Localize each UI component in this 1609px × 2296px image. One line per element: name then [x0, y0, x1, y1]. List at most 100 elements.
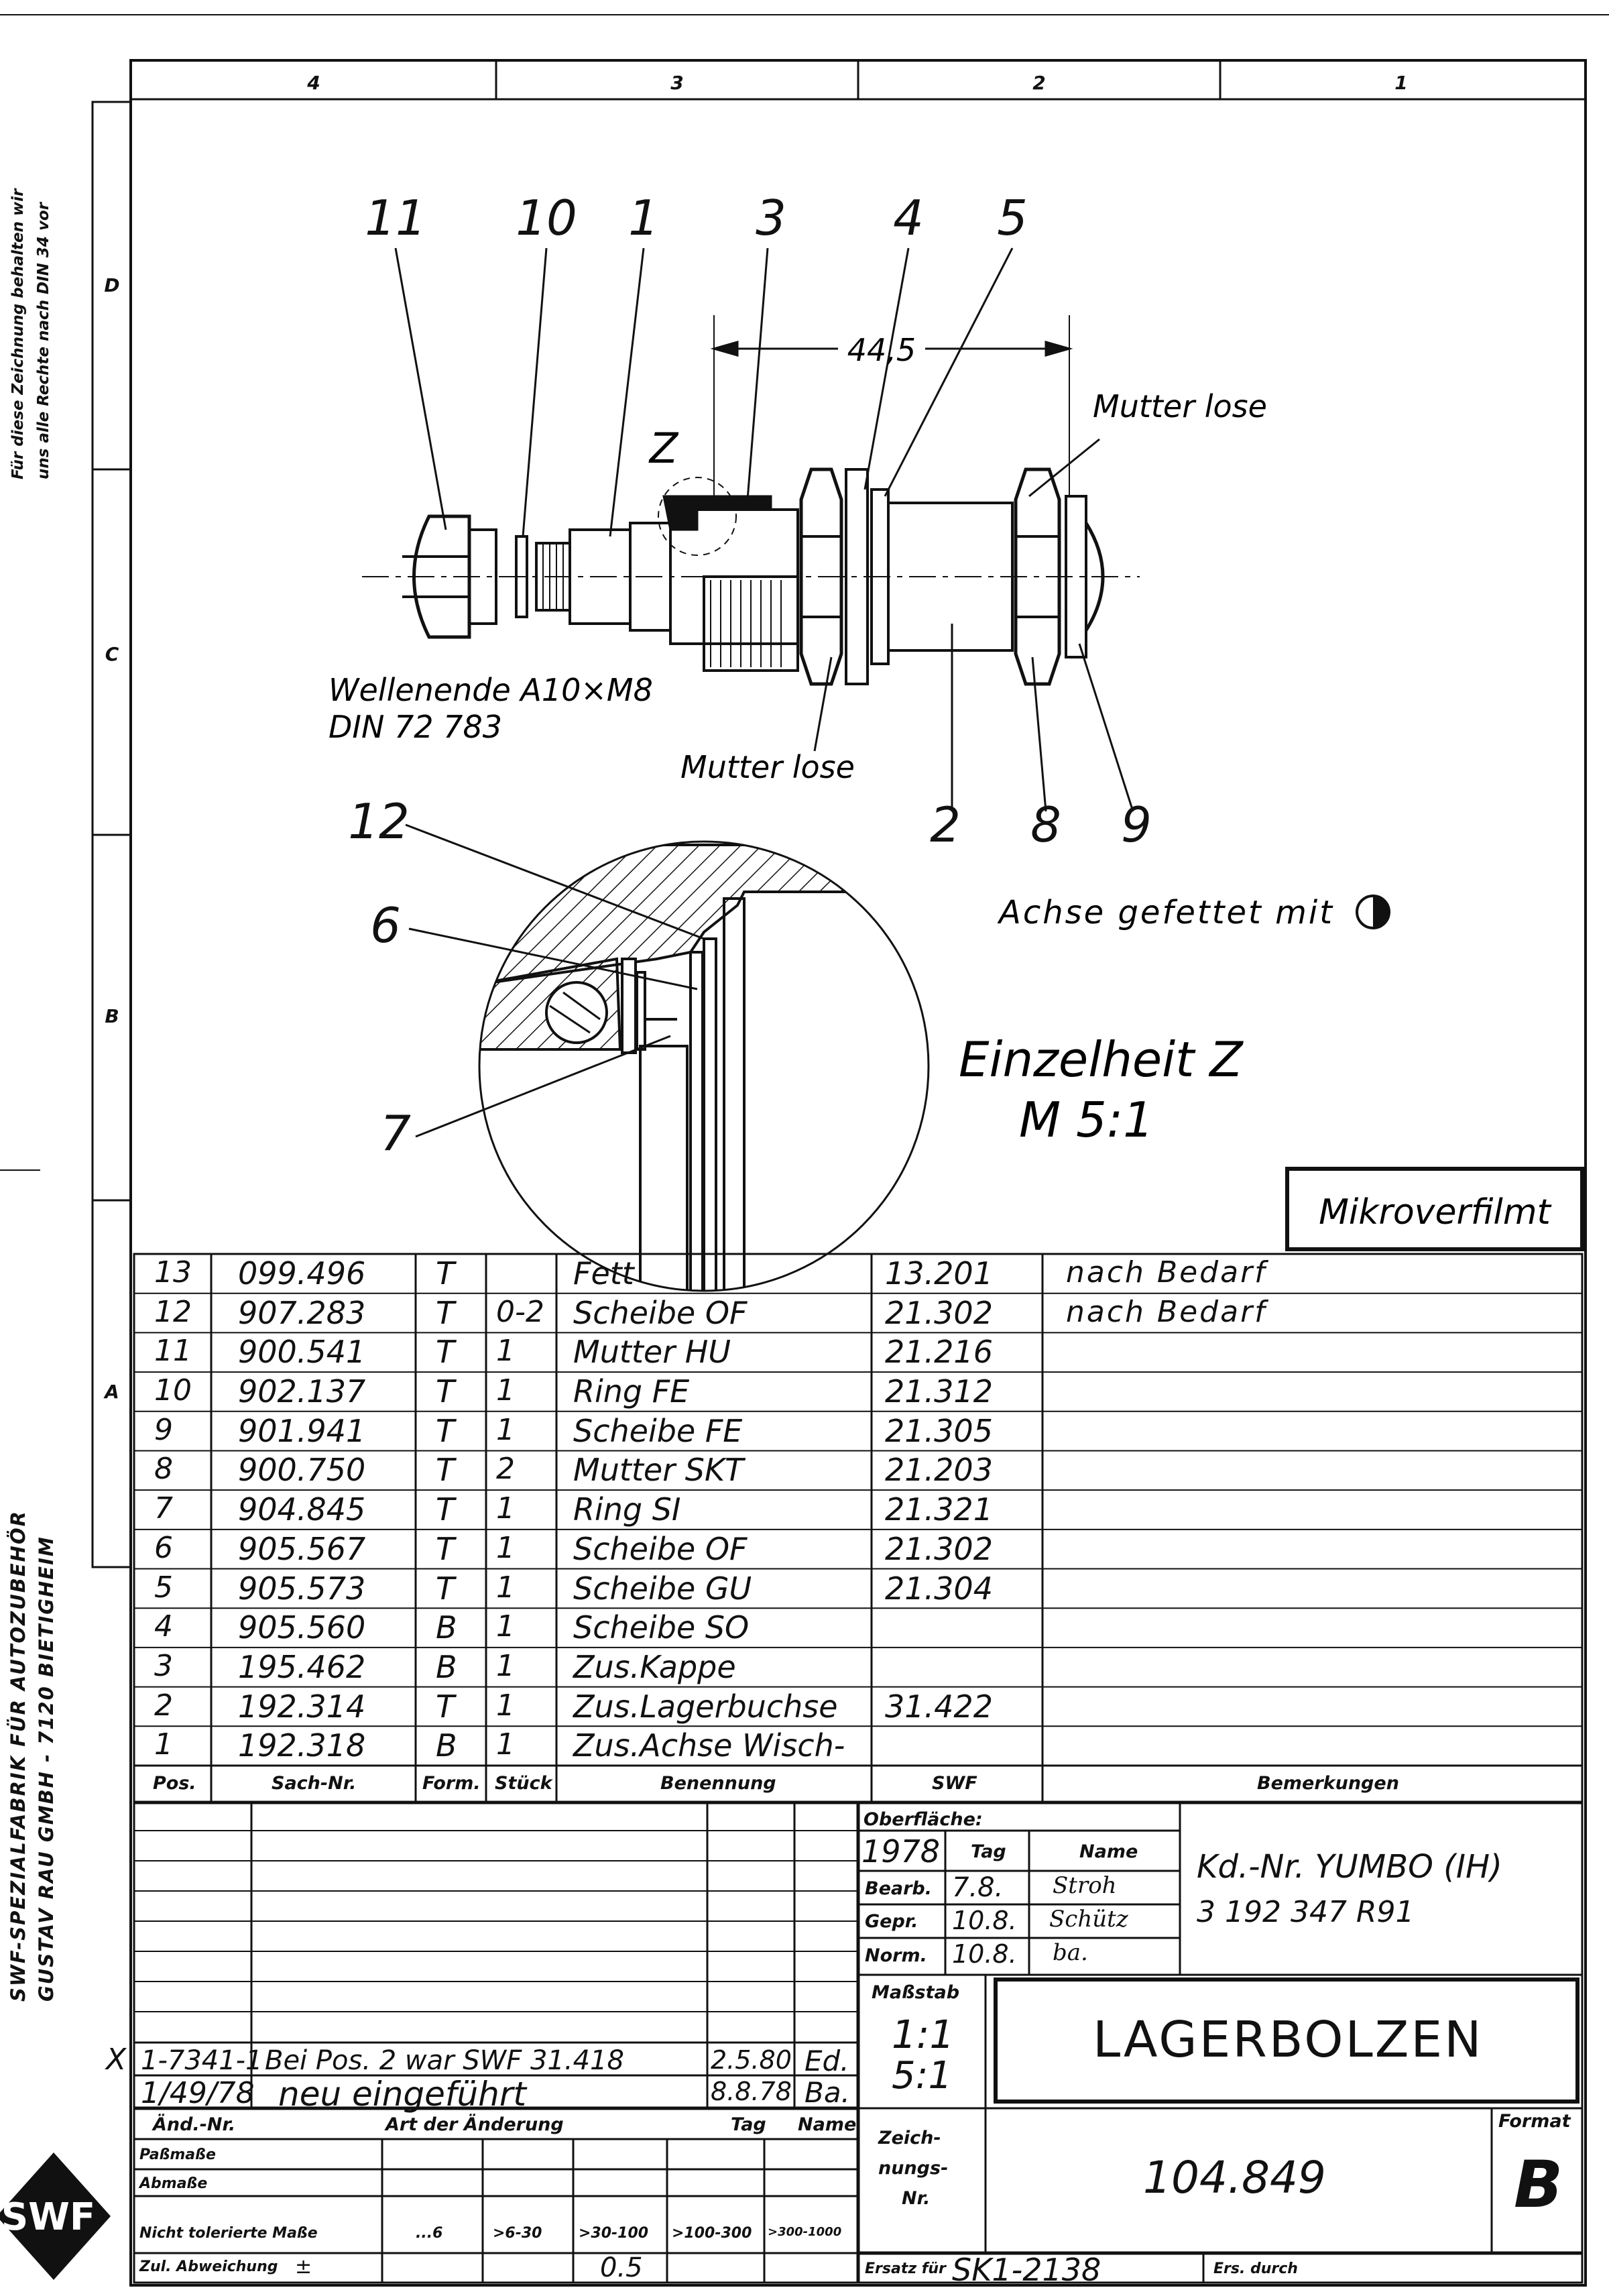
parts-row-1-form: B: [436, 1727, 457, 1764]
parts-row-10-form: T: [436, 1373, 455, 1410]
balloon-4: 4: [893, 190, 924, 246]
parts-row-6-sach: 905.567: [238, 1530, 366, 1567]
parts-row-1-pos: 1: [154, 1727, 173, 1762]
massstab-2: 5:1: [892, 2054, 953, 2098]
balloon-3: 3: [756, 190, 786, 246]
ersatz-label: Ersatz für: [865, 2260, 946, 2277]
parts-row-5-swf: 21.304: [885, 1570, 993, 1607]
parts-row-13-swf: 13.201: [885, 1255, 993, 1292]
balloon-1: 1: [628, 190, 659, 246]
header-stueck: Stück: [495, 1773, 552, 1794]
parts-row-2-sach: 192.314: [238, 1688, 366, 1725]
change-1-name: Ed.: [804, 2045, 849, 2077]
header-bemerkungen: Bemerkungen: [1257, 1773, 1399, 1794]
parts-row-13-benennung: Fett: [573, 1255, 634, 1292]
parts-row-8-pos: 8: [154, 1452, 173, 1487]
bearb-tag: 7.8.: [952, 1872, 1004, 1903]
tol-value: 0.5: [600, 2252, 643, 2283]
balloon-7: 7: [380, 1105, 411, 1161]
zone-row-C: C: [105, 643, 119, 665]
parts-row-8-stueck: 2: [496, 1452, 515, 1487]
tol-zul-abweichung: Zul. Abweichung: [139, 2258, 278, 2275]
parts-row-13-bem: nach Bedarf: [1066, 1255, 1267, 1289]
parts-row-4-form: B: [436, 1609, 457, 1646]
zeich-label-3: Nr.: [902, 2188, 931, 2209]
tol-range-2: >6-30: [493, 2225, 542, 2242]
parts-row-7-benennung: Ring SI: [573, 1491, 681, 1528]
oberflaeche-label: Oberfläche:: [863, 1809, 983, 1830]
parts-row-1-stueck: 1: [496, 1727, 515, 1762]
zone-row-A: A: [103, 1381, 119, 1403]
customer-nr: Kd.-Nr. YUMBO (IH): [1197, 1848, 1502, 1886]
assembly-view: [362, 467, 1140, 686]
parts-row-9-form: T: [436, 1412, 455, 1449]
drawing-title: LAGERBOLZEN: [1093, 2011, 1484, 2069]
parts-row-6-swf: 21.302: [885, 1530, 993, 1567]
grease-symbol-icon: [1356, 895, 1390, 929]
tol-range-4: >100-300: [672, 2225, 752, 2242]
tol-range-3: >30-100: [579, 2225, 649, 2242]
norm-name: ba.: [1053, 1939, 1088, 1966]
tol-range-5: >300-1000: [768, 2225, 842, 2239]
parts-row-5-stueck: 1: [496, 1570, 515, 1605]
zone-col-2: 2: [1032, 72, 1045, 94]
format-label: Format: [1498, 2111, 1571, 2132]
note-wellenende-2: DIN 72 783: [329, 709, 502, 745]
parts-row-11-benennung: Mutter HU: [573, 1334, 731, 1371]
zeich-label-1: Zeich-: [878, 2128, 941, 2148]
parts-row-3-pos: 3: [154, 1648, 173, 1683]
change-header-art: Art der Änderung: [385, 2114, 564, 2135]
change-header-name: Name: [798, 2114, 857, 2135]
note-mutter-lose-top: Mutter lose: [1093, 388, 1267, 424]
gepr-name: Schütz: [1049, 1906, 1128, 1933]
parts-row-6-pos: 6: [154, 1530, 173, 1565]
parts-row-3-benennung: Zus.Kappe: [573, 1648, 736, 1685]
parts-row-12-pos: 12: [154, 1294, 192, 1329]
ersatz-value: SK1-2138: [952, 2252, 1101, 2288]
year: 1978: [861, 1833, 941, 1870]
parts-row-5-pos: 5: [154, 1570, 173, 1605]
parts-row-9-pos: 9: [154, 1412, 173, 1447]
parts-row-12-form: T: [436, 1294, 455, 1331]
detail-marker-z: Z: [648, 424, 679, 473]
tag-label: Tag: [971, 1841, 1006, 1862]
change-header-tag: Tag: [731, 2114, 766, 2135]
parts-row-12-benennung: Scheibe OF: [573, 1294, 748, 1331]
parts-row-7-stueck: 1: [496, 1491, 515, 1526]
parts-row-9-sach: 901.941: [238, 1412, 366, 1449]
balloon-5: 5: [997, 190, 1028, 246]
balloon-11: 11: [365, 190, 426, 246]
bearb-name: Stroh: [1053, 1872, 1117, 1899]
parts-row-11-stueck: 1: [496, 1334, 515, 1369]
zone-col-4: 4: [306, 72, 320, 94]
parts-row-5-benennung: Scheibe GU: [573, 1570, 752, 1607]
zone-col-1: 1: [1394, 72, 1407, 94]
parts-row-5-form: T: [436, 1570, 455, 1607]
parts-row-5-sach: 905.573: [238, 1570, 366, 1607]
parts-row-3-form: B: [436, 1648, 457, 1685]
parts-row-12-swf: 21.302: [885, 1294, 993, 1331]
parts-row-8-sach: 900.750: [238, 1452, 366, 1489]
parts-row-1-sach: 192.318: [238, 1727, 366, 1764]
header-pos: Pos.: [153, 1773, 196, 1794]
parts-row-8-swf: 21.203: [885, 1452, 993, 1489]
parts-row-13-pos: 13: [154, 1255, 192, 1289]
ers-durch-label: Ers. durch: [1213, 2260, 1298, 2277]
header-sach-nr: Sach-Nr.: [272, 1773, 357, 1794]
norm-label: Norm.: [865, 1945, 927, 1966]
zeich-label-2: nungs-: [878, 2158, 949, 2179]
header-form: Form.: [422, 1773, 481, 1794]
parts-row-10-swf: 21.312: [885, 1373, 993, 1410]
parts-row-8-benennung: Mutter SKT: [573, 1452, 744, 1489]
parts-row-11-sach: 900.541: [238, 1334, 366, 1371]
parts-row-6-form: T: [436, 1530, 455, 1567]
parts-row-7-sach: 904.845: [238, 1491, 366, 1528]
parts-row-7-pos: 7: [154, 1491, 173, 1526]
tol-nicht-toleriert: Nicht tolerierte Maße: [139, 2225, 318, 2242]
parts-row-12-bem: nach Bedarf: [1066, 1294, 1267, 1329]
header-swf: SWF: [932, 1773, 977, 1794]
parts-row-13-form: T: [436, 1255, 455, 1292]
balloon-2: 2: [930, 797, 961, 853]
balloon-8: 8: [1030, 797, 1061, 853]
